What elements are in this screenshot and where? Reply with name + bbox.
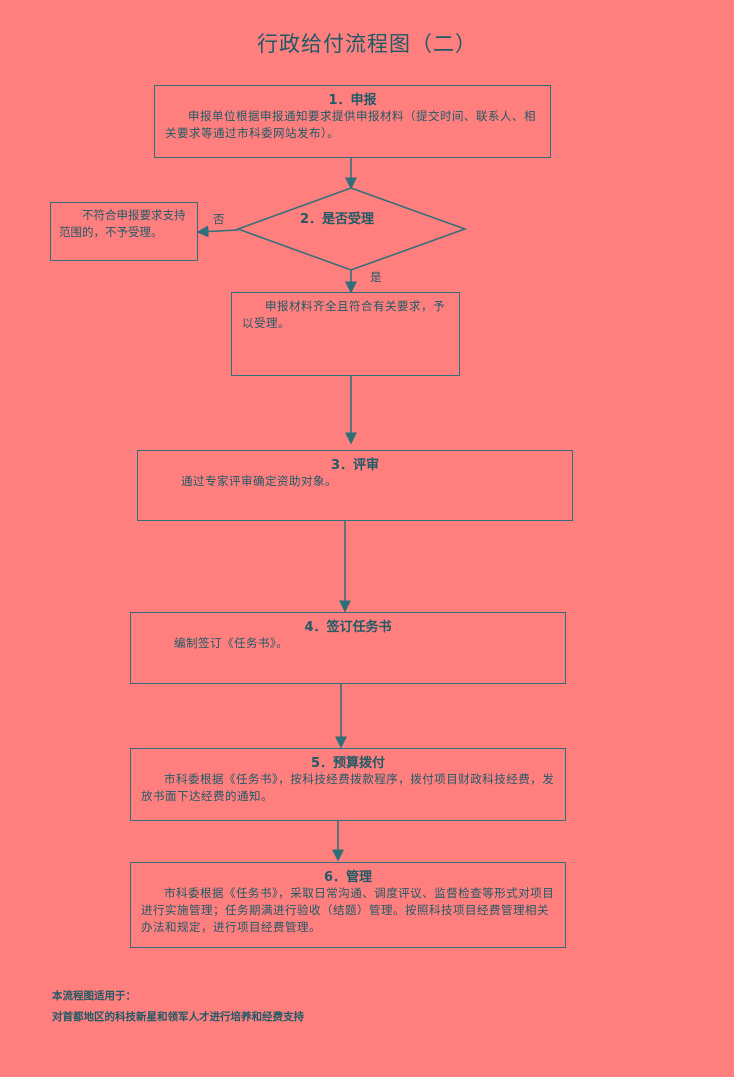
accept-text: 申报材料齐全且符合有关要求，予以受理。 <box>242 299 445 330</box>
reject-box: 不符合申报要求支持范围的，不予受理。 <box>50 202 198 261</box>
reject-text: 不符合申报要求支持范围的，不予受理。 <box>59 208 186 239</box>
step-sign-text: 编制签订《任务书》。 <box>174 636 289 650</box>
step-apply-text: 申报单位根据申报通知要求提供申报材料（提交时间、联系人、相关要求等通过市科委网站… <box>165 109 536 140</box>
no-label: 否 <box>213 212 225 226</box>
step-fund-text: 市科委根据《任务书》，按科技经费拨款程序，拨付项目财政科技经费，发放书面下达经费… <box>141 772 555 803</box>
step-manage-text: 市科委根据《任务书》，采取日常沟通、调度评议、监督检查等形式对项目进行实施管理；… <box>141 886 555 934</box>
note-heading: 本流程图适用于： <box>52 990 136 1002</box>
yes-label: 是 <box>370 270 382 284</box>
step-fund-heading: 5．预算拨付 <box>310 756 386 771</box>
note-text: 对首都地区的科技新星和领军人才进行培养和经费支持 <box>52 1011 304 1023</box>
arrow-to-reject <box>196 225 239 238</box>
step-fund-box: 5．预算拨付 市科委根据《任务书》，按科技经费拨款程序，拨付项目财政科技经费，发… <box>130 748 566 821</box>
step-accept-heading: 2．是否受理 <box>300 212 375 227</box>
step-manage-box: 6．管理 市科委根据《任务书》，采取日常沟通、调度评议、监督检查等形式对项目进行… <box>130 862 566 948</box>
step-sign-box: 4．签订任务书 编制签订《任务书》。 <box>130 612 566 684</box>
page-title: 行政给付流程图（二） <box>257 32 477 56</box>
step-manage-heading: 6．管理 <box>323 870 373 885</box>
decision-diamond <box>235 187 468 271</box>
step-review-text: 通过专家评审确定资助对象。 <box>181 474 337 488</box>
step-sign-heading: 4．签订任务书 <box>304 620 392 635</box>
step-apply-box: 1．申报 申报单位根据申报通知要求提供申报材料（提交时间、联系人、相关要求等通过… <box>154 85 551 158</box>
step-apply-heading: 1．申报 <box>328 93 377 108</box>
step-review-box: 3．评审 通过专家评审确定资助对象。 <box>137 450 573 521</box>
accept-box: 申报材料齐全且符合有关要求，予以受理。 <box>231 292 460 376</box>
step-review-heading: 3．评审 <box>330 458 380 473</box>
